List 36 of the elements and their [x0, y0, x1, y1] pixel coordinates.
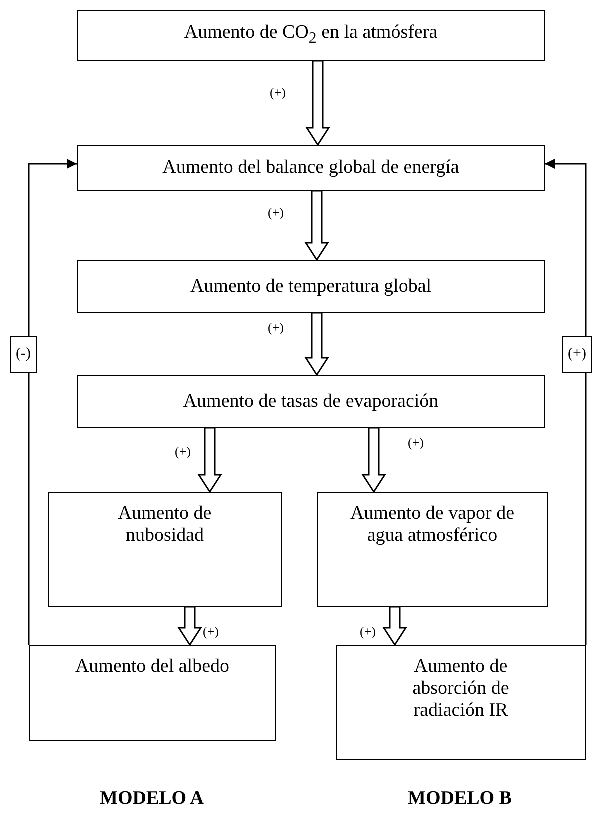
- process-box: [29, 645, 276, 741]
- box-text: Aumento de temperatura global: [190, 276, 432, 298]
- arrow: [382, 606, 408, 646]
- model-label: MODELO B: [408, 788, 512, 810]
- arrow: [362, 427, 386, 494]
- arrow: [304, 312, 330, 376]
- edge-label: (+): [268, 320, 284, 335]
- arrow: [28, 159, 77, 645]
- edge-label: (+): [203, 624, 219, 639]
- box-text: Aumento de tasas de evaporación: [183, 390, 439, 412]
- box-text: Aumento de vapor de agua atmosférico: [349, 503, 516, 547]
- box-text: Aumento de nubosidad: [117, 503, 213, 547]
- edge-label: (-): [10, 336, 37, 373]
- arrow: [545, 159, 587, 645]
- box-text: Aumento del balance global de energía: [162, 157, 460, 179]
- process-box: [77, 145, 545, 191]
- arrow: [306, 60, 330, 146]
- edge-label: (+): [562, 336, 592, 373]
- arrow: [198, 427, 222, 494]
- edge-label: (+): [268, 205, 284, 220]
- process-box: [77, 375, 545, 428]
- process-box: [77, 10, 545, 61]
- process-box: [336, 645, 586, 760]
- edge-label: (+): [360, 624, 376, 639]
- process-box: [317, 492, 548, 607]
- arrow: [304, 190, 330, 262]
- arrow: [178, 606, 202, 646]
- process-box: [77, 260, 545, 313]
- box-text: Aumento de CO$_{2}$ en la atmósfera: [184, 22, 438, 48]
- edge-label: (+): [175, 444, 191, 459]
- box-text: Aumento de absorción de radiación IR: [412, 656, 510, 722]
- box-text: Aumento del albedo: [75, 656, 230, 678]
- edge-label: (+): [270, 85, 286, 100]
- edge-label: (+): [408, 435, 424, 450]
- process-box: [48, 492, 282, 607]
- model-label: MODELO A: [100, 788, 204, 810]
